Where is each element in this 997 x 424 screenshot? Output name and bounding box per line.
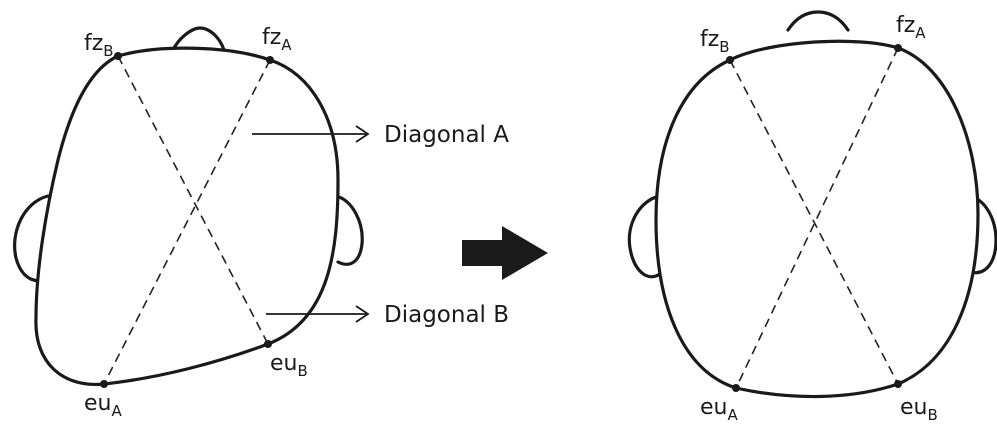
- left-head: fzB fzA euB euA: [13, 25, 364, 420]
- right-head-eu-b-label: euB: [900, 395, 938, 424]
- right-head-outline: [654, 39, 980, 399]
- left-head-eu-a-dot: [100, 380, 108, 388]
- right-head-diagonal-b: [729, 59, 899, 385]
- left-head-fz-a-dot: [266, 56, 274, 64]
- right-head: fzB fzA euA euB: [627, 10, 997, 424]
- left-head-outline: [34, 46, 340, 387]
- left-head-fz-a-label: fzA: [262, 25, 292, 54]
- left-head-eu-a-label: euA: [84, 391, 122, 420]
- diagonal-b-label: Diagonal B: [384, 302, 509, 328]
- right-head-eu-b-dot: [894, 380, 902, 388]
- right-head-nose: [786, 10, 850, 32]
- left-head-fz-b-dot: [114, 52, 122, 60]
- right-head-fz-a-dot: [894, 44, 902, 52]
- right-head-right-ear: [968, 194, 997, 275]
- left-head-diagonal-b: [117, 55, 269, 345]
- right-head-left-ear: [627, 194, 662, 279]
- right-head-fz-a-label: fzA: [896, 13, 926, 42]
- transition-arrow-icon: [462, 226, 548, 280]
- right-head-eu-a-label: euA: [700, 395, 738, 424]
- right-head-eu-a-dot: [732, 384, 740, 392]
- diagonal-a-label: Diagonal A: [384, 122, 509, 148]
- left-head-diagonal-a: [103, 59, 271, 385]
- left-head-eu-b-dot: [264, 340, 272, 348]
- right-head-diagonal-a: [735, 47, 899, 389]
- left-head-right-ear: [334, 194, 364, 266]
- diagonal-b-callout: Diagonal B: [266, 302, 509, 328]
- diagonal-a-callout: Diagonal A: [252, 122, 509, 148]
- left-head-nose: [170, 26, 226, 54]
- left-head-eu-b-label: euB: [270, 351, 308, 380]
- right-head-fz-b-dot: [726, 56, 734, 64]
- right-head-fz-b-label: fzB: [700, 27, 730, 56]
- left-head-fz-b-label: fzB: [84, 31, 114, 60]
